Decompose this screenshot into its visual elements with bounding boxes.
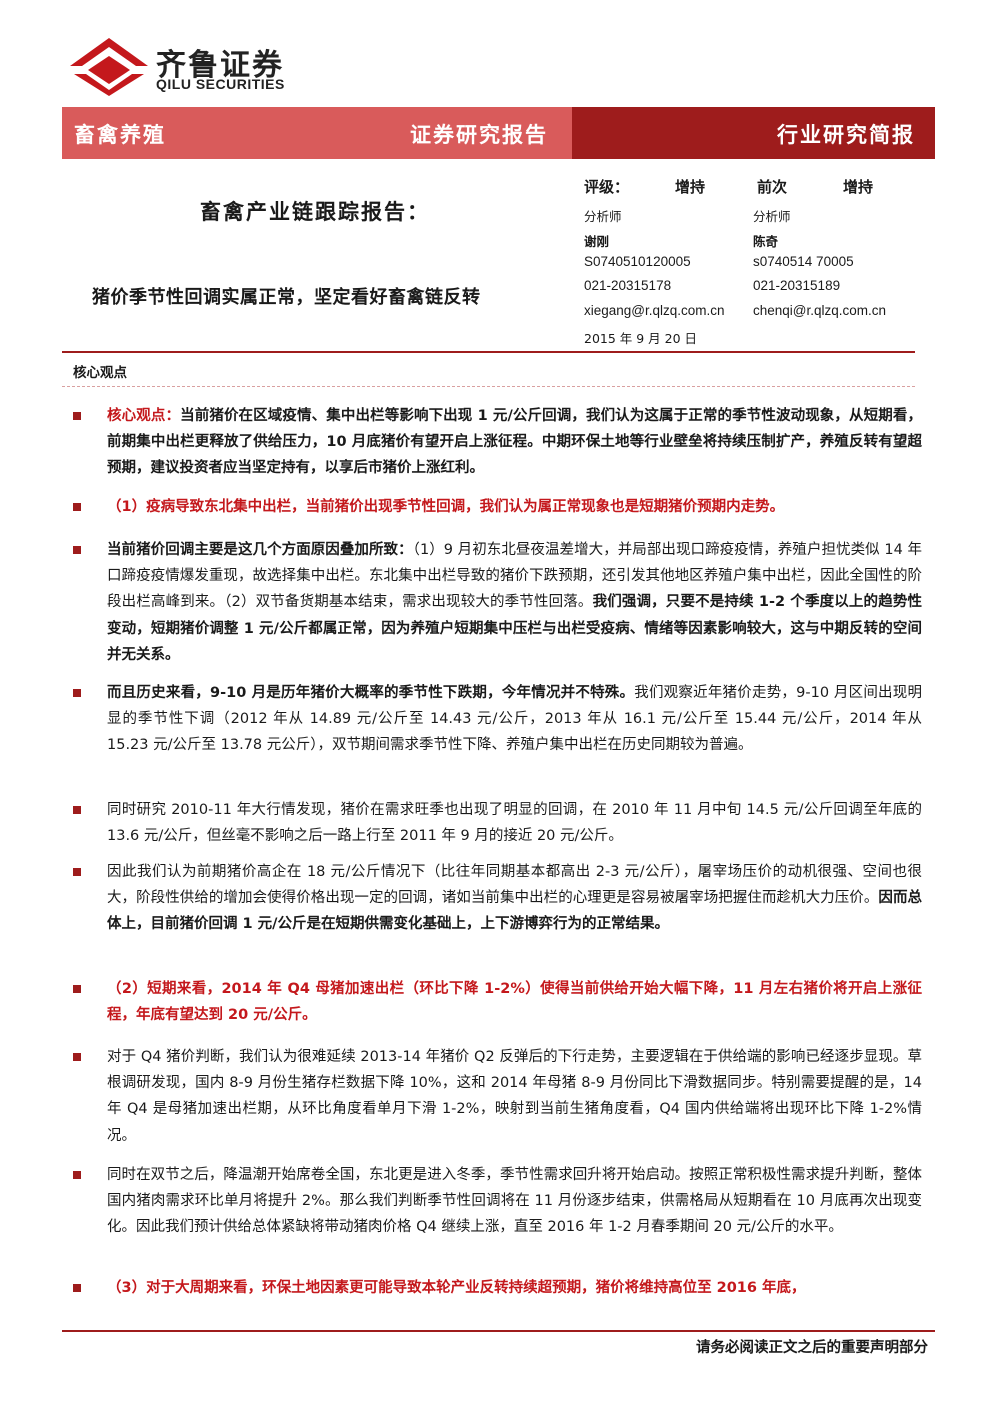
analyst-1-role: 分析师 [584, 209, 622, 224]
analyst-2-cert: s0740514 70005 [753, 254, 854, 269]
footer-rule [62, 1330, 935, 1332]
bullet-icon [73, 806, 81, 814]
qilu-logo-icon [70, 38, 148, 96]
rating-value: 增持 [675, 179, 706, 196]
paragraph-demand-recovery: 同时在双节之后，降温潮开始席卷全国，东北更是进入冬季，季节性需求回升将开始启动。… [107, 1167, 922, 1236]
banner-left: 畜禽养殖 证券研究报告 [62, 107, 572, 159]
logo-name-en: QILU SECURITIES [156, 76, 285, 92]
core-view-text: 当前猪价在区域疫情、集中出栏等影响下出现 1 元/公斤回调，我们认为这属于正常的… [107, 408, 923, 477]
slaughterhouse-conclusion: 因而总体上，目前猪价回调 1 元/公斤是在短期供需变化基础上，上下游博弈行为的正… [107, 890, 922, 933]
paragraph-point-3-heading: （3）对于大周期来看，环保土地因素更可能导致本轮产业反转持续超预期，猪价将维持高… [107, 1280, 806, 1296]
paragraph-point-1-heading: （1）疫病导致东北集中出栏，当前猪价出现季节性回调，我们认为属正常现象也是短期猪… [107, 499, 785, 515]
paragraph-core-view: 核心观点：当前猪价在区域疫情、集中出栏等影响下出现 1 元/公斤回调，我们认为这… [107, 403, 922, 482]
company-logo: 齐鲁证券 QILU SECURITIES [66, 36, 326, 96]
banner-brief: 行业研究简报 [777, 123, 915, 147]
core-views-heading: 核心观点 [73, 365, 127, 381]
report-date: 2015 年 9 月 20 日 [584, 331, 698, 346]
analyst-1-phone: 021-20315178 [584, 278, 672, 293]
bullet-icon [73, 689, 81, 697]
paragraph-point-2-heading: （2）短期来看，2014 年 Q4 母猪加速出栏（环比下降 1-2%）使得当前供… [107, 981, 922, 1024]
bullet-icon [73, 1171, 81, 1179]
reasons-emphasis: 我们强调，只要不是持续 1-2 个季度以上的趋势性变动，短期猪价调整 1 元/公… [107, 594, 922, 663]
report-subtitle: 猪价季节性回调实属正常，坚定看好畜禽链反转 [92, 287, 481, 308]
dashed-divider [62, 386, 915, 387]
prev-rating-value: 增持 [843, 179, 874, 196]
paragraph-q4-outlook: 对于 Q4 猪价判断，我们认为很难延续 2013-14 年猪价 Q2 反弹后的下… [107, 1049, 922, 1144]
header-banner: 畜禽养殖 证券研究报告 行业研究简报 [62, 107, 935, 159]
analyst-2-phone: 021-20315189 [753, 278, 841, 293]
analyst-1-cert: S0740510120005 [584, 254, 691, 269]
bullet-icon [73, 868, 81, 876]
footer-disclaimer: 请务必阅读正文之后的重要声明部分 [696, 1340, 928, 1356]
analyst-2-name: 陈奇 [753, 234, 779, 249]
analyst-2-email[interactable]: chenqi@r.qlzq.com.cn [753, 303, 887, 318]
reasons-body: （1）9 月初东北昼夜温差增大，并局部出现口蹄疫疫情，养殖户担忧类似 14 年口… [107, 542, 923, 611]
core-view-lead: 核心观点： [107, 408, 181, 424]
paragraph-slaughterhouse: 因此我们认为前期猪价高企在 18 元/公斤情况下（比往年同期基本都高出 2-3 … [107, 859, 922, 938]
bullet-icon [73, 503, 81, 511]
paragraph-history: 而且历史来看，9-10 月是历年猪价大概率的季节性下跌期，今年情况并不特殊。我们… [107, 680, 922, 759]
analyst-1-name: 谢刚 [584, 234, 610, 249]
report-title: 畜禽产业链跟踪报告： [200, 200, 430, 224]
section-rule [62, 351, 915, 353]
slaughterhouse-body: 因此我们认为前期猪价高企在 18 元/公斤情况下（比往年同期基本都高出 2-3 … [107, 864, 922, 907]
bullet-icon [73, 546, 81, 554]
bullet-icon [73, 1284, 81, 1292]
logo-name-cn: 齐鲁证券 [156, 48, 284, 83]
bullet-icon [73, 1053, 81, 1061]
history-lead: 而且历史来看，9-10 月是历年猪价大概率的季节性下跌期，今年情况并不特殊。 [107, 685, 635, 701]
bullet-icon [73, 412, 81, 420]
reasons-lead: 当前猪价回调主要是这几个方面原因叠加所致： [107, 542, 413, 558]
banner-report-type: 证券研究报告 [410, 123, 548, 147]
analyst-1-email[interactable]: xiegang@r.qlzq.com.cn [584, 303, 725, 318]
paragraph-2010-rally: 同时研究 2010-11 年大行情发现，猪价在需求旺季也出现了明显的回调，在 2… [107, 802, 922, 845]
analyst-2-role: 分析师 [753, 209, 791, 224]
banner-sector: 畜禽养殖 [74, 123, 166, 147]
paragraph-point-1-reasons: 当前猪价回调主要是这几个方面原因叠加所致：（1）9 月初东北昼夜温差增大，并局部… [107, 537, 922, 668]
prev-rating-label: 前次 [757, 179, 788, 196]
bullet-icon [73, 985, 81, 993]
banner-right: 行业研究简报 [572, 107, 935, 159]
rating-label: 评级： [584, 179, 630, 196]
history-body: 我们观察近年猪价走势，9-10 月区间出现明显的季节性下调（2012 年从 14… [107, 685, 922, 754]
